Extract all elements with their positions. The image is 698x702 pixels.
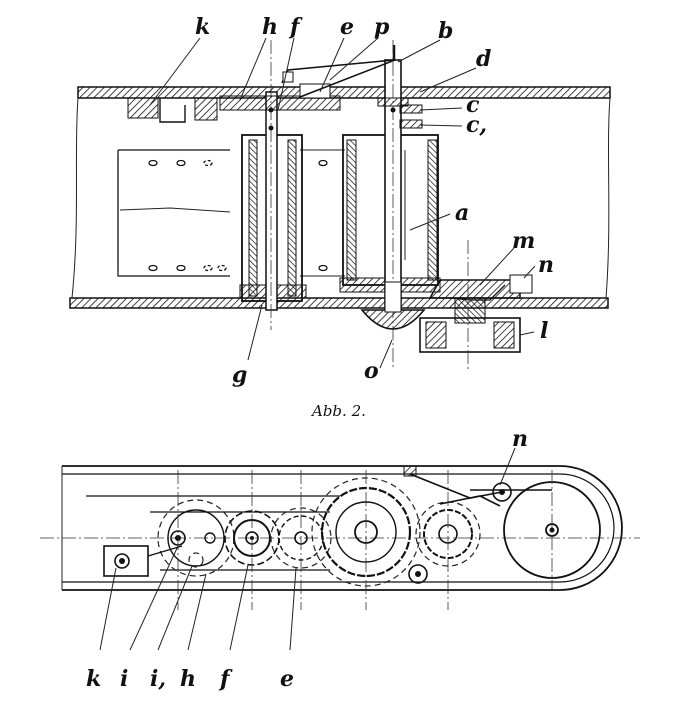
label-b: b: [438, 18, 453, 44]
label-bottom-i: i: [120, 666, 128, 692]
label-bottom-n: n: [512, 426, 528, 452]
housing-top-wall: [78, 87, 610, 98]
label-bottom-e: e: [280, 666, 294, 692]
leader-lines-bottom: [100, 448, 515, 650]
label-bottom-i1: i,: [150, 666, 166, 692]
sectional-view: k h f e p b d c c, a m n l g o: [70, 14, 610, 388]
label-c1: c,: [466, 112, 487, 138]
label-o: o: [364, 358, 379, 384]
lever-k: [104, 546, 148, 576]
housing-bottom-wall: [70, 298, 608, 308]
label-d: d: [476, 46, 491, 72]
label-h: h: [262, 14, 278, 40]
label-n: n: [538, 252, 554, 278]
takeup-drum: [470, 470, 600, 590]
sprocket-drum-g: [240, 40, 306, 330]
label-bottom-f: f: [218, 666, 233, 692]
gear-right: [409, 502, 480, 583]
label-g: g: [232, 362, 247, 388]
label-f: f: [288, 14, 303, 40]
label-a: a: [455, 200, 469, 226]
spring-arm-n: [404, 466, 511, 506]
figure-caption: Abb. 2.: [310, 402, 366, 420]
label-m: m: [512, 228, 535, 254]
film-strip: [118, 150, 345, 276]
label-bottom-k: k: [86, 666, 101, 692]
label-l: l: [540, 318, 548, 344]
label-e: e: [340, 14, 354, 40]
label-k: k: [195, 14, 210, 40]
label-p: p: [374, 14, 390, 40]
label-bottom-h: h: [180, 666, 196, 692]
plan-view: n k i i, h f e: [40, 426, 640, 692]
